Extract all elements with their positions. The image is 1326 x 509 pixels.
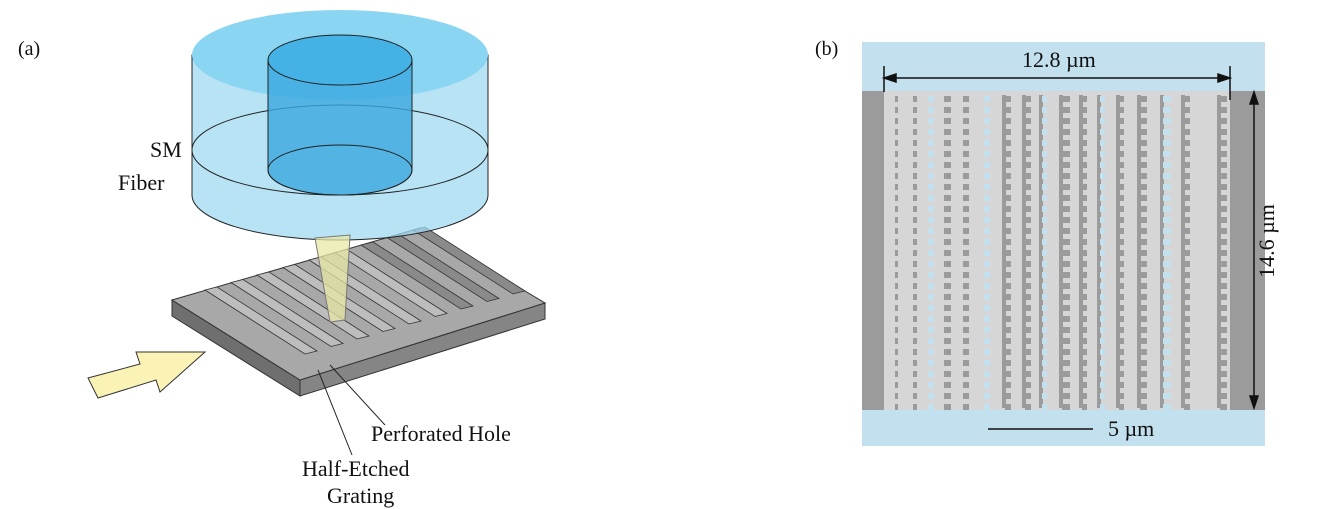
grating-column (1160, 95, 1171, 410)
grating-column (1217, 95, 1227, 410)
grating-column (1022, 95, 1031, 410)
panel-a-label: (a) (18, 38, 41, 60)
grating-column (1059, 95, 1070, 410)
grating-column (1137, 95, 1147, 410)
grating-slab (170, 226, 547, 397)
grating-column (944, 96, 951, 410)
perforated-hole-label: Perforated Hole (371, 421, 511, 446)
grating-column (1039, 95, 1047, 410)
right-waveguide (1230, 91, 1265, 410)
height-dimension-label: 14.6 µm (1253, 204, 1279, 278)
grating-leader (317, 369, 353, 456)
grating-ridge (256, 271, 370, 340)
height-dimension-line (1248, 89, 1260, 411)
panel-b-label: (b) (815, 38, 839, 60)
fiber-label-line1: SM (150, 137, 182, 162)
diffracted-beam (314, 234, 351, 323)
width-dimension-line (881, 66, 1233, 100)
grating-label-line1: Half-Etched (302, 456, 410, 481)
grating-column (1079, 95, 1087, 410)
grating-column (1097, 95, 1105, 410)
grating-column (1002, 95, 1011, 410)
grating-ridges (204, 226, 526, 355)
left-waveguide (862, 91, 884, 410)
grating-label-line2: Grating (327, 483, 395, 508)
grating-column (1181, 95, 1190, 410)
width-dimension-label: 12.8 µm (1022, 47, 1096, 72)
grating-column (1116, 95, 1124, 410)
grating-ridge (204, 286, 318, 355)
grating-columns (895, 95, 1227, 410)
hole-leader (329, 364, 386, 426)
sm-fiber (191, 10, 489, 241)
scale-bar-label: 5 µm (1108, 416, 1155, 441)
grating-column (928, 96, 934, 410)
grating-ridge (360, 241, 474, 310)
grating-column (963, 96, 969, 410)
fiber-label-line2: Fiber (118, 170, 165, 195)
grating-column (913, 96, 917, 410)
grating-ridge (230, 279, 344, 347)
input-light-arrow (87, 351, 207, 399)
grating-column (984, 96, 990, 410)
grating-column (895, 96, 898, 410)
